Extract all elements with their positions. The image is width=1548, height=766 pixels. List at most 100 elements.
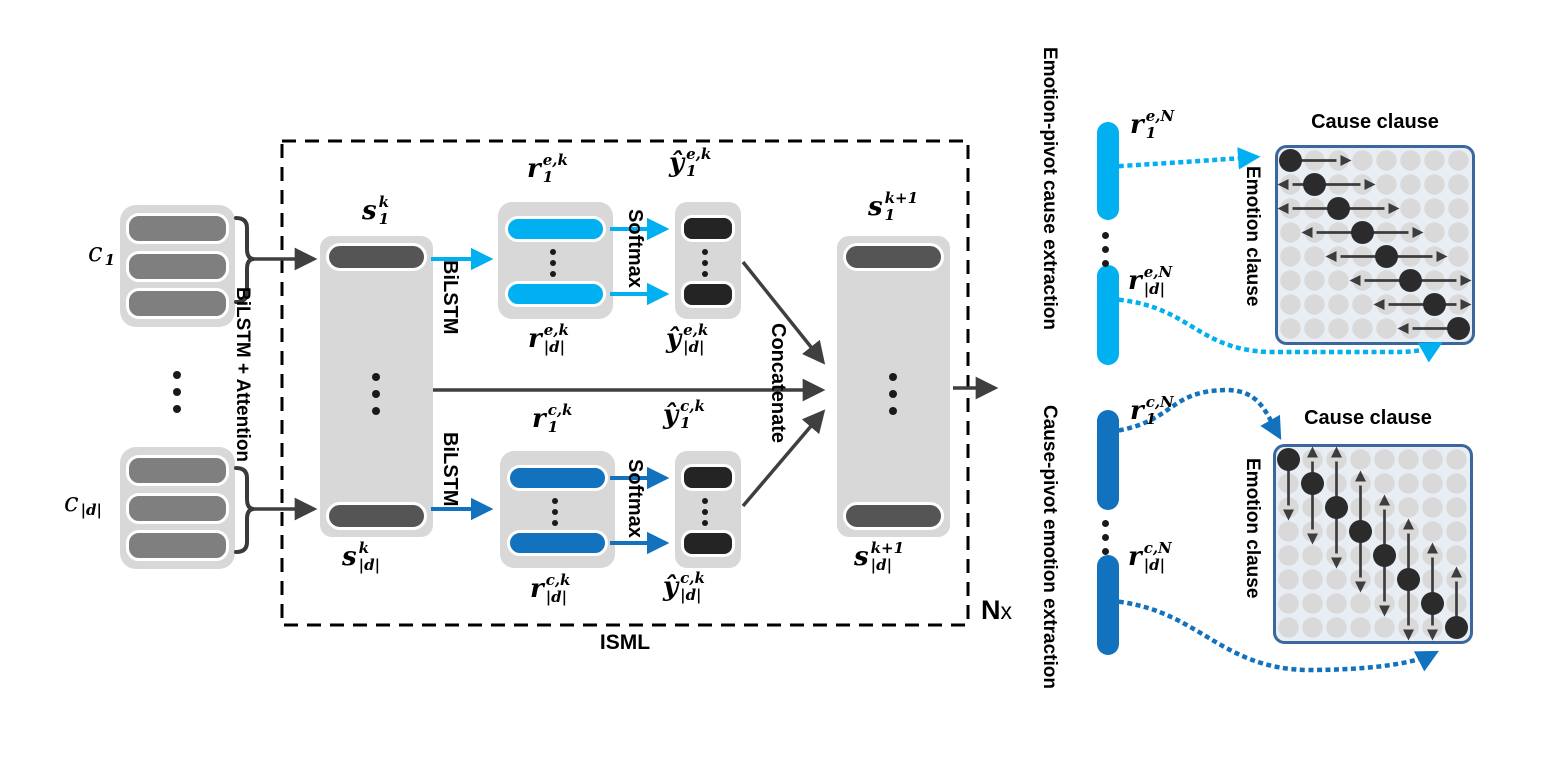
state-bar-s1k [326,243,427,271]
softmax-top-label: Softmax [624,209,646,288]
state-bar-sdk1 [843,502,944,530]
matrix-cell [1352,174,1373,195]
matrix-cell [1350,617,1371,638]
matrix-cell [1280,246,1301,267]
clause-token-bar [126,213,229,244]
clause-pair-dot [1325,496,1348,519]
matrix-cell [1448,174,1469,195]
matrix-cell [1302,521,1323,542]
matrix-cell [1422,497,1443,518]
clause-pair-dot [1421,592,1444,615]
matrix-cell [1376,174,1397,195]
matrix-cell [1280,198,1301,219]
bilstm-attention-label: BiLSTM + Attention [232,287,253,463]
dotted-link-re1-to-matrix [1118,147,1261,170]
matrix-cell [1328,270,1349,291]
matrix-cell [1280,222,1301,243]
matrix-cell [1326,449,1347,470]
matrix-cell [1278,593,1299,614]
matrix-cell [1302,545,1323,566]
arrowhead [1325,251,1337,262]
ellipsis-ye [702,246,708,280]
cause-repr-bar-d [507,530,608,556]
brace-input-d [234,466,255,554]
label-c-d: c|d| [64,488,102,519]
matrix-cell [1304,318,1325,339]
matrix-cell [1398,497,1419,518]
arrowhead [1427,542,1438,554]
matrix-cell [1280,270,1301,291]
matrix-cell [1302,569,1323,590]
cause-pred-box [675,451,741,568]
matrix-cell [1352,150,1373,171]
matrix-cell [1374,617,1395,638]
state-bar-s1k1 [843,243,944,271]
matrix-cell [1448,246,1469,267]
cause-repr-bar-1 [507,465,608,491]
matrix-cell [1446,449,1467,470]
matrix-cell [1326,593,1347,614]
matrix-cell [1422,473,1443,494]
matrix-cell [1422,521,1443,542]
ellipsis-reN [1102,228,1109,270]
matrix-cell [1278,545,1299,566]
matrix-bottom-side-label: Emotion clause [1242,458,1263,599]
matrix-cell [1424,222,1445,243]
clause-pair-dot [1351,221,1374,244]
clause-token-bar [126,530,229,561]
cause-pred-bar-1 [681,464,735,491]
matrix-cell [1352,318,1373,339]
matrix-cell [1398,449,1419,470]
final-emotion-repr-d [1097,265,1119,365]
arrowhead [1355,470,1366,482]
matrix-cell [1374,497,1395,518]
clause-pair-dot [1423,293,1446,316]
ellipsis-rcN [1102,516,1109,558]
matrix-cell [1328,246,1349,267]
isml-box-label: ISML [599,631,651,654]
arrowhead [1403,518,1414,530]
matrix-cell [1350,449,1371,470]
matrix-cell [1398,473,1419,494]
matrix-top-title: Cause clause [1311,111,1439,133]
matrix-cell [1374,449,1395,470]
arrowhead [1307,533,1318,545]
matrix-cell [1448,198,1469,219]
matrix-cell [1448,150,1469,171]
clause-pair-dot [1301,472,1324,495]
matrix-cell [1350,593,1371,614]
clause-pair-dot [1277,448,1300,471]
matrix-cell [1446,521,1467,542]
matrix-cell [1304,246,1325,267]
matrix-cell [1326,545,1347,566]
matrix-cell [1424,174,1445,195]
matrix-cell [1400,174,1421,195]
matrix-cell [1448,222,1469,243]
state-bar-sdk [326,502,427,530]
matrix-cell [1278,569,1299,590]
matrix-cell [1278,521,1299,542]
clause-pair-dot [1375,245,1398,268]
final-cause-repr-1 [1097,410,1119,510]
arrowhead [1307,446,1318,458]
matrix-cell [1448,294,1469,315]
arrowhead [1412,227,1424,238]
arrowhead [1460,275,1472,286]
clause-pair-dot [1349,520,1372,543]
input-clause-block-1 [120,205,235,327]
arrowhead [1379,494,1390,506]
matrix-cell [1326,617,1347,638]
matrix-cell [1398,521,1419,542]
clause-pair-dot [1447,317,1470,340]
